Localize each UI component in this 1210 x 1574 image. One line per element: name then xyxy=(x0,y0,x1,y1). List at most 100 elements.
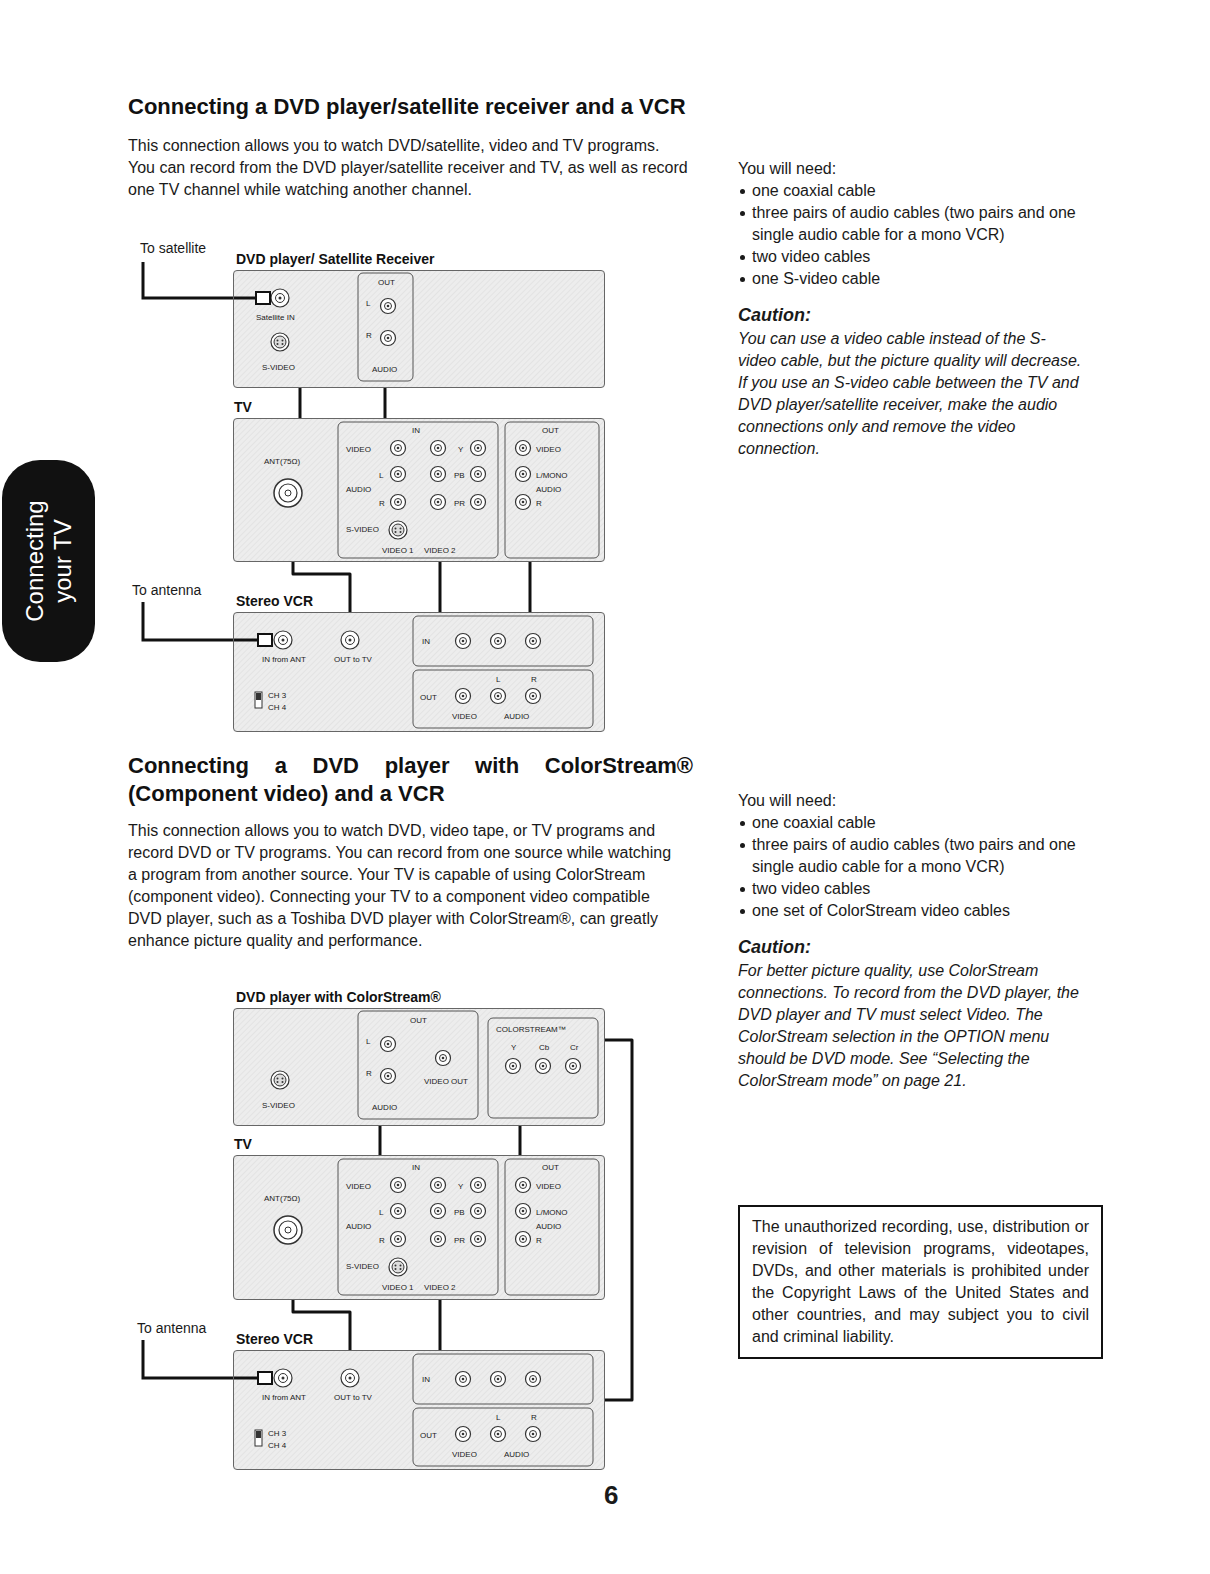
channel-switch xyxy=(256,693,261,700)
coax-jack xyxy=(341,1369,359,1387)
coax-plug xyxy=(258,634,272,646)
port-label: IN xyxy=(412,1163,420,1172)
cable-connector xyxy=(519,1126,522,1155)
rca-jack xyxy=(456,1372,471,1387)
port-label: COLORSTREAM™ xyxy=(496,1025,566,1034)
port-label: VIDEO xyxy=(346,445,371,454)
port-label: R xyxy=(366,1069,372,1078)
device-name: Stereo VCR xyxy=(236,593,313,609)
rca-jack xyxy=(526,1427,541,1442)
device-panel-fill xyxy=(233,270,605,388)
rca-jack xyxy=(491,634,506,649)
rca-jack xyxy=(526,634,541,649)
list-item: one coaxial cable xyxy=(752,180,1102,202)
port-label: Y xyxy=(458,445,463,454)
port-label: VIDEO xyxy=(452,1450,477,1459)
port-label: R xyxy=(379,499,385,508)
port-label: S-VIDEO xyxy=(262,1101,295,1110)
device-panel: TVANT(75Ω)INVIDEOLAUDIORS-VIDEOVIDEO 1VI… xyxy=(233,1155,605,1300)
port-label: IN xyxy=(412,426,420,435)
port-label: L xyxy=(496,1413,500,1422)
port-label: R xyxy=(531,675,537,684)
port-label: VIDEO OUT xyxy=(424,1077,468,1086)
port-label: VIDEO 1 xyxy=(382,546,414,555)
channel-switch xyxy=(255,1430,262,1446)
port-label: L/MONO xyxy=(536,1208,568,1217)
device-panel-fill xyxy=(233,1155,605,1300)
port-label: IN from ANT xyxy=(262,655,306,664)
section-heading: Connecting a DVD player with ColorStream… xyxy=(128,752,693,808)
jack-frame xyxy=(505,1159,599,1295)
jack-frame xyxy=(413,616,593,666)
rca-jack xyxy=(431,441,446,456)
channel-switch xyxy=(255,692,262,708)
rca-jack xyxy=(391,441,406,456)
device-panel: TVANT(75Ω)INVIDEOLAUDIORS-VIDEOVIDEO 1VI… xyxy=(233,418,605,562)
port-label: OUT xyxy=(542,426,559,435)
cable-connector xyxy=(439,562,442,612)
port-label: OUT xyxy=(420,693,437,702)
port-label: L xyxy=(379,471,383,480)
port-label: VIDEO xyxy=(536,445,561,454)
rca-jack xyxy=(456,1427,471,1442)
body-text: This connection allows you to watch DVD,… xyxy=(128,820,683,952)
device-panel: Stereo VCRIN from ANTOUT to TVCH 3CH 4IN… xyxy=(233,1350,605,1470)
cable-connector xyxy=(379,1126,382,1155)
jack-frame xyxy=(358,273,413,381)
cable-connector xyxy=(299,388,302,418)
port-label: OUT xyxy=(410,1016,427,1025)
cable-connector xyxy=(439,1300,442,1350)
rca-jack xyxy=(381,1069,396,1084)
list-item: one S-video cable xyxy=(752,268,1102,290)
bullet-dot xyxy=(740,887,745,892)
s-video-jack xyxy=(271,1071,289,1089)
rca-jack xyxy=(536,1059,551,1074)
rca-jack xyxy=(516,495,531,510)
rca-jack xyxy=(526,689,541,704)
bullet-dot xyxy=(740,843,745,848)
rca-jack xyxy=(471,441,486,456)
rca-jack xyxy=(431,1232,446,1247)
list-heading: You will need: xyxy=(738,790,1098,812)
cable-callout: To antenna xyxy=(137,1320,206,1336)
port-label: CH 4 xyxy=(268,703,286,712)
port-label: L xyxy=(496,675,500,684)
rca-jack xyxy=(506,1059,521,1074)
port-label: IN xyxy=(422,637,430,646)
rca-jack xyxy=(516,1232,531,1247)
port-label: IN xyxy=(422,1375,430,1384)
port-label: AUDIO xyxy=(372,365,397,374)
jack-frame xyxy=(488,1018,598,1118)
rca-jack xyxy=(431,1204,446,1219)
rca-jack xyxy=(391,1204,406,1219)
caution-text: You can use a video cable instead of the… xyxy=(738,328,1083,460)
bullet-dot xyxy=(740,255,745,260)
body-text: This connection allows you to watch DVD/… xyxy=(128,135,688,201)
port-label: CH 3 xyxy=(268,1429,286,1438)
rca-jack xyxy=(431,495,446,510)
port-label: R xyxy=(366,331,372,340)
rca-jack xyxy=(526,1372,541,1387)
coax-plug xyxy=(256,292,270,304)
port-label: S-VIDEO xyxy=(346,1262,379,1271)
s-video-jack xyxy=(389,1258,407,1276)
port-label: OUT to TV xyxy=(334,1393,372,1402)
device-panel-fill xyxy=(233,612,605,732)
rca-jack xyxy=(491,1372,506,1387)
list-item: three pairs of audio cables (two pairs a… xyxy=(752,834,1102,878)
device-panel: DVD player with ColorStream®S-VIDEOOUTLR… xyxy=(233,1008,605,1126)
rca-jack xyxy=(391,495,406,510)
list-item: one set of ColorStream video cables xyxy=(752,900,1102,922)
s-video-jack xyxy=(271,333,289,351)
port-label: AUDIO xyxy=(504,1450,529,1459)
rca-jack xyxy=(491,689,506,704)
port-label: Y xyxy=(458,1182,463,1191)
port-label: R xyxy=(379,1236,385,1245)
port-label: L xyxy=(379,1208,383,1217)
list-item: three pairs of audio cables (two pairs a… xyxy=(752,202,1102,246)
device-name: Stereo VCR xyxy=(236,1331,313,1347)
list-item: one coaxial cable xyxy=(752,812,1102,834)
rca-jack xyxy=(436,1051,451,1066)
port-label: AUDIO xyxy=(536,1222,561,1231)
cable-connector xyxy=(384,388,387,418)
